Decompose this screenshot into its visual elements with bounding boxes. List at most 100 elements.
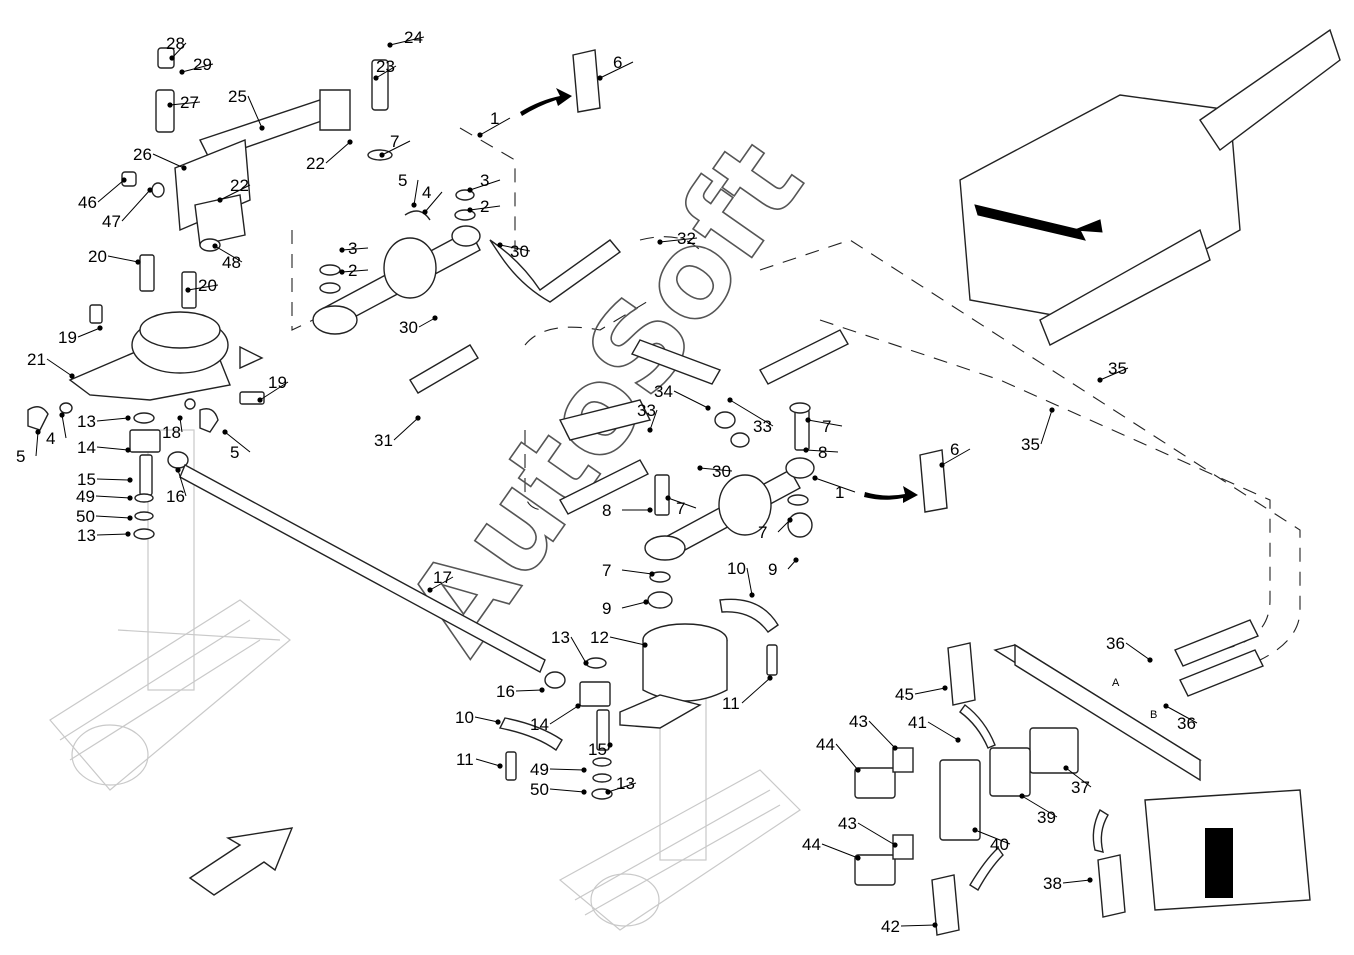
callout-label-18: 18: [162, 423, 181, 442]
callout-dot: [422, 209, 428, 215]
callout-label-40: 40: [990, 835, 1009, 854]
callout-dot: [647, 427, 653, 433]
callout-dot: [749, 592, 755, 598]
callout-leader: [96, 417, 129, 422]
dashed-hose-35-outer: [759, 239, 1301, 661]
callout-leader: [1125, 642, 1151, 661]
callout-dot: [179, 69, 185, 75]
callout-leader: [868, 720, 896, 749]
callout-dot: [477, 132, 483, 138]
pin-stack-lower: [498, 657, 613, 800]
nut-4: [59, 402, 73, 414]
callout-label-16: 16: [496, 682, 515, 701]
callout-dot: [97, 325, 103, 331]
callout-label-43: 43: [838, 814, 857, 833]
tag-card-6-top: [572, 49, 601, 113]
hose-32: [489, 239, 622, 303]
callout-leader: [259, 381, 289, 401]
callout-leader: [35, 431, 39, 457]
machine-track: [1039, 228, 1211, 346]
callout-leader: [479, 117, 511, 136]
callout-label-19: 19: [58, 328, 77, 347]
callout-dot: [35, 429, 41, 435]
callout-label-42: 42: [881, 917, 900, 936]
nut-18: [184, 398, 196, 410]
washer-49-left: [134, 493, 154, 503]
callout-label-14: 14: [77, 438, 96, 457]
callout-dot: [647, 507, 653, 513]
callout-leader: [729, 399, 774, 427]
callout-label-27: 27: [180, 93, 199, 112]
callout-dot: [1063, 765, 1069, 771]
callout-label-49: 49: [530, 760, 549, 779]
callout-label-37: 37: [1071, 778, 1090, 797]
callout-dot: [387, 42, 393, 48]
callout-dot: [339, 269, 345, 275]
callout-leader: [621, 569, 653, 575]
callout-label-25: 25: [228, 87, 247, 106]
bushing-9-right: [787, 512, 813, 538]
port-b-label: B: [1150, 709, 1157, 721]
callout-label-34: 34: [654, 382, 673, 401]
callout-leader: [171, 42, 187, 59]
callout-dot: [127, 477, 133, 483]
callout-dot: [607, 742, 613, 748]
callout-dot: [727, 397, 733, 403]
callout-label-7: 7: [676, 499, 685, 518]
arrow-pointer: [239, 345, 264, 370]
callout-leader: [469, 205, 501, 211]
callout-leader: [1040, 409, 1053, 445]
callout-label-20: 20: [198, 276, 217, 295]
callout-dot: [583, 660, 589, 666]
callout-label-7: 7: [758, 523, 767, 542]
callout-dot: [939, 462, 945, 468]
linkage-assembly: [121, 47, 393, 252]
callout-dot: [812, 475, 818, 481]
valve-assembly: A B: [854, 619, 1311, 911]
callout-label-31: 31: [374, 431, 393, 450]
callout-label-43: 43: [849, 712, 868, 731]
callout-dot: [1163, 703, 1169, 709]
callout-label-22: 22: [306, 154, 325, 173]
callout-label-10: 10: [727, 559, 746, 578]
callout-leader: [224, 431, 251, 453]
callout-label-5: 5: [16, 447, 25, 466]
callout-dot: [125, 415, 131, 421]
dashed-hose-32: [639, 236, 701, 251]
callout-dot: [1147, 657, 1153, 663]
bolt-19-left: [89, 304, 103, 324]
callout-leader: [375, 65, 397, 79]
callout-label-5: 5: [230, 443, 239, 462]
callout-dot: [185, 287, 191, 293]
callout-label-7: 7: [822, 417, 831, 436]
callout-label-28: 28: [166, 34, 185, 53]
callout-label-15: 15: [588, 740, 607, 759]
callout-leader: [821, 843, 859, 859]
callout-leader: [177, 469, 187, 497]
callout-dot: [932, 922, 938, 928]
callout-leader: [46, 358, 73, 377]
pivot-housing-12: [619, 598, 779, 729]
bushing-9-center: [647, 591, 673, 609]
callout-label-1: 1: [835, 483, 844, 502]
pivot-housing-21: [27, 254, 265, 433]
washer-3-left: [319, 264, 341, 276]
bracket-22-lower: [194, 194, 246, 246]
callout-leader: [927, 721, 959, 741]
callout-leader: [187, 284, 219, 291]
tag-card-45: [947, 642, 976, 706]
cylinder-eye-left: [312, 305, 358, 335]
fitting-5-top: [404, 210, 431, 221]
callout-leader: [107, 255, 139, 263]
callout-dot: [793, 557, 799, 563]
callout-leader: [214, 245, 243, 263]
hose-lower-left: [559, 459, 649, 515]
callout-label-1: 1: [490, 109, 499, 128]
callout-label-48: 48: [222, 253, 241, 272]
hose-upper-center: [630, 339, 722, 385]
callout-leader: [941, 448, 971, 466]
pin-23: [371, 59, 389, 111]
callout-leader: [777, 519, 791, 533]
callout-label-15: 15: [77, 470, 96, 489]
